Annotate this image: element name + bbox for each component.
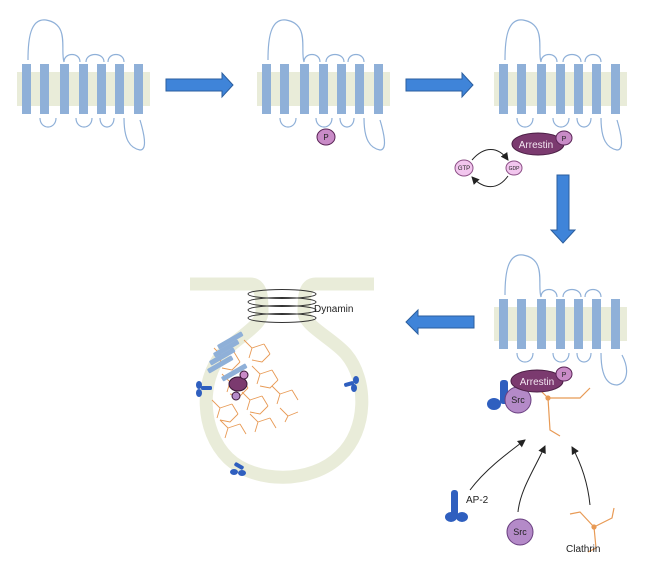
receptor-loops	[267, 19, 386, 151]
phosphate-group: P	[316, 128, 336, 146]
arrestin-complex: Arrestin P	[511, 130, 573, 156]
receptor-stage-2: P	[257, 19, 390, 151]
phosphate-label: P	[562, 372, 567, 379]
vesicle-ap2-bottom	[230, 462, 246, 476]
dynamin-rings	[247, 289, 317, 323]
free-src: Src	[506, 518, 534, 546]
gtp-label: GTP	[458, 166, 470, 172]
arrow-right-1	[165, 71, 234, 99]
phosphate-label: P	[562, 136, 567, 143]
receptor-stage-1	[17, 19, 150, 151]
arrestin-label: Arrestin	[520, 377, 554, 388]
src-label: Src	[513, 527, 527, 537]
recruit-arrow-ap2	[469, 439, 526, 491]
cycle-arrow-bottom	[471, 175, 509, 188]
vesicle-membrane	[190, 277, 374, 484]
phosphate-group	[555, 130, 573, 146]
vesicle-ap2-right	[343, 376, 359, 392]
receptor-loops	[27, 19, 146, 151]
src-label: Src	[511, 395, 525, 405]
phosphate-label: P	[323, 133, 328, 142]
free-ap2: AP-2	[445, 490, 489, 522]
phosphate-group	[555, 366, 573, 382]
recruit-arrow-src	[517, 445, 546, 513]
dynamin-label: Dynamin	[314, 304, 353, 315]
receptor-loops	[504, 254, 628, 386]
ap2-label: AP-2	[466, 495, 489, 506]
receptor-stage-4: Src Arrestin P	[487, 254, 628, 437]
internalized-receptor	[207, 331, 248, 382]
transmembrane-helices	[262, 64, 383, 114]
arrestin-label: Arrestin	[519, 140, 553, 151]
clathrin-label: Clathrin	[566, 544, 600, 555]
internalized-arrestin	[228, 370, 249, 401]
transmembrane-helices	[499, 299, 620, 349]
arrow-left	[405, 308, 475, 336]
receptor-loops	[504, 19, 623, 151]
clathrin-coated-vesicle: Dynamin	[190, 277, 374, 484]
recruit-arrow-clathrin	[571, 446, 591, 506]
gtp-gdp-cycle: GTP GDP	[454, 149, 523, 188]
gdp-label: GDP	[509, 166, 521, 172]
transmembrane-helices	[499, 64, 620, 114]
arrestin-complex: Arrestin P	[510, 366, 573, 393]
vesicle-ap2-left	[196, 381, 212, 397]
arrow-down	[549, 174, 577, 244]
receptor-stage-3: Arrestin P GTP GDP	[454, 19, 627, 188]
transmembrane-helices	[22, 64, 143, 114]
cycle-arrow-top	[471, 149, 509, 161]
arrow-right-2	[405, 71, 474, 99]
free-clathrin: Clathrin	[566, 507, 615, 555]
